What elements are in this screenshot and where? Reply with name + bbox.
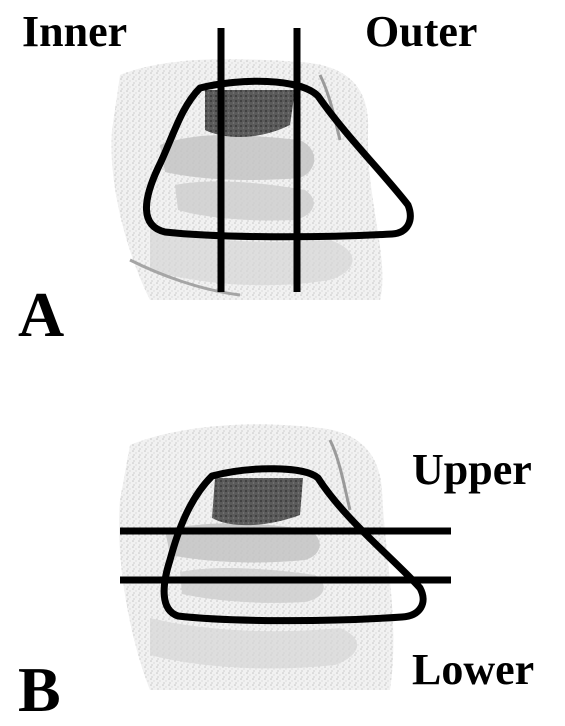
label-lower: Lower	[412, 648, 534, 692]
label-upper: Upper	[412, 448, 532, 492]
panel-b	[119, 424, 451, 690]
label-inner: Inner	[22, 10, 127, 54]
dark-region-b	[212, 478, 303, 525]
label-outer: Outer	[365, 10, 477, 54]
panel-b-anatomy	[119, 424, 393, 690]
panel-a	[111, 28, 410, 300]
panel-b-letter: B	[18, 658, 61, 722]
panel-a-letter: A	[18, 283, 64, 347]
